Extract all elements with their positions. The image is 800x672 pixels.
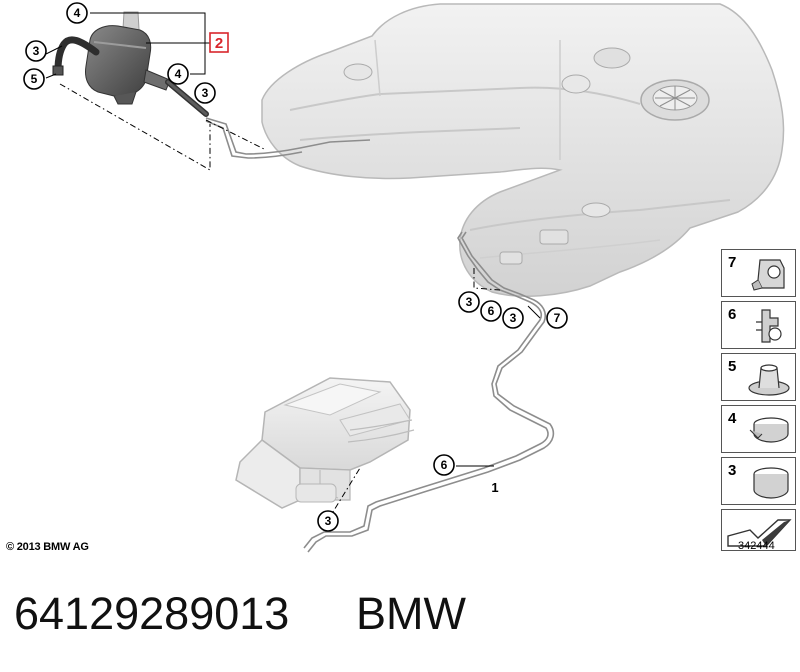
- svg-text:6: 6: [488, 304, 495, 318]
- svg-text:4: 4: [175, 67, 182, 81]
- callout-4-top: 4: [66, 2, 88, 24]
- vent-line: [205, 117, 555, 553]
- main-part-number: 2: [215, 35, 223, 52]
- svg-text:3: 3: [202, 86, 209, 100]
- svg-text:3: 3: [510, 311, 517, 325]
- copyright-notice: © 2013 BMW AG: [6, 541, 89, 553]
- callout-5-left: 5: [23, 68, 45, 90]
- fuel-line-label: 1: [491, 480, 498, 495]
- legend-item-7: 7: [721, 249, 796, 297]
- callout-3-mid: 3: [458, 291, 480, 313]
- clip-holder-icon: [751, 259, 785, 291]
- band-clamp-icon: [753, 467, 789, 499]
- svg-text:5: 5: [31, 72, 38, 86]
- legend-item-6: 6: [721, 301, 796, 349]
- svg-text:6: 6: [441, 458, 448, 472]
- svg-text:4: 4: [74, 6, 81, 20]
- legend-item-3: 3: [721, 457, 796, 505]
- grommet-icon: [748, 364, 790, 396]
- svg-text:3: 3: [466, 295, 473, 309]
- callout-4-right: 4: [167, 63, 189, 85]
- part-number: 64129289013: [14, 588, 290, 639]
- callout-3-valve: 3: [194, 82, 216, 104]
- callout-3-mid-2: 3: [502, 307, 524, 329]
- svg-text:7: 7: [554, 311, 561, 325]
- callout-3-low: 3: [317, 510, 339, 532]
- legend-item-arrow: [721, 509, 796, 551]
- fastener-legend: 7 6 5 4 3: [721, 249, 796, 555]
- legend-number: 7: [728, 254, 737, 271]
- hose-clamp-icon: [749, 417, 789, 443]
- main-part-callout-2: 2: [209, 32, 229, 53]
- legend-item-5: 5: [721, 353, 796, 401]
- brand-name: BMW: [356, 588, 466, 639]
- tank-vent-valve: [52, 11, 209, 117]
- legend-number: 5: [728, 358, 737, 375]
- callout-6-mid: 6: [480, 300, 502, 322]
- callout-7-mid: 7: [546, 307, 568, 329]
- leader-lines: [59, 83, 501, 521]
- legend-number: 4: [728, 410, 737, 427]
- legend-number: 6: [728, 306, 737, 323]
- svg-text:3: 3: [325, 514, 332, 528]
- legend-number: 3: [728, 462, 737, 479]
- callout-leaders: [45, 12, 541, 467]
- pipe-clip-icon: [756, 309, 782, 343]
- diagram-id: 342444: [738, 540, 775, 552]
- callout-6-low: 6: [433, 454, 455, 476]
- activated-carbon-canister: [235, 377, 415, 509]
- svg-text:3: 3: [33, 44, 40, 58]
- see-also-arrow-icon: [727, 519, 792, 547]
- fuel-tank: [261, 3, 785, 298]
- legend-item-4: 4: [721, 405, 796, 453]
- callout-3-left: 3: [25, 40, 47, 62]
